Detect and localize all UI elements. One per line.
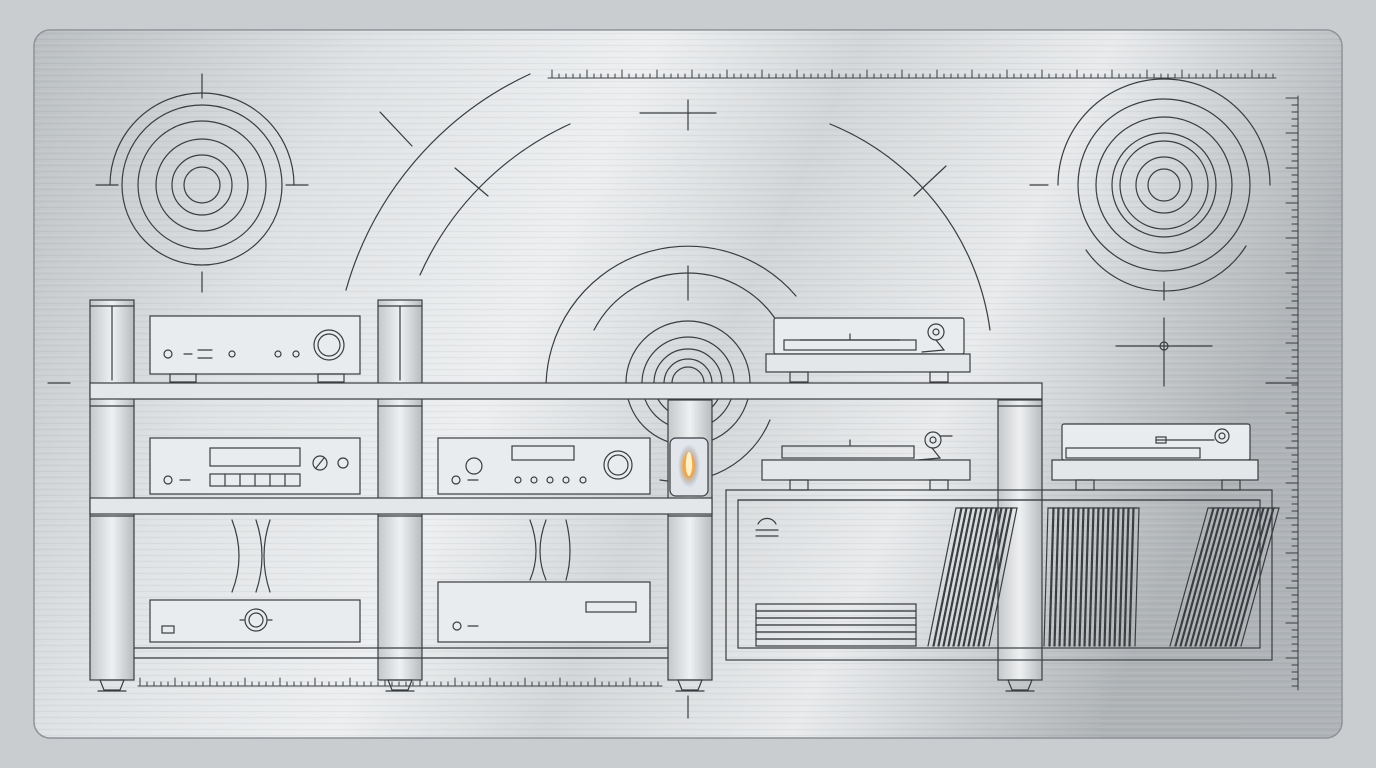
record-sleeve — [1083, 507, 1095, 647]
rack-frame — [89, 299, 1043, 692]
record-sleeve — [1204, 507, 1250, 647]
record-sleeve — [1113, 507, 1125, 647]
record-sleeve — [1098, 507, 1110, 647]
record-sleeve — [1219, 507, 1265, 647]
record-sleeve — [1209, 507, 1255, 647]
record-sleeve — [1194, 507, 1240, 647]
sound-wave-lines — [231, 519, 571, 593]
record-sleeve — [982, 507, 1018, 647]
record-sleeve — [967, 507, 1003, 647]
record-sleeve — [927, 507, 963, 647]
record-crate-icon — [725, 489, 1273, 661]
record-sleeve — [1103, 507, 1115, 647]
record-sleeve — [1234, 507, 1280, 647]
power-amplifier-icon — [149, 599, 361, 643]
record-sleeve — [1184, 507, 1230, 647]
record-sleeve — [942, 507, 978, 647]
bottom-ruler — [137, 677, 663, 687]
record-sleeve — [1189, 507, 1235, 647]
record-sleeve — [1093, 507, 1105, 647]
crosshair-icon — [1115, 317, 1213, 387]
record-sleeve — [1063, 507, 1075, 647]
record-sleeve — [937, 507, 973, 647]
record-sleeve — [952, 507, 988, 647]
record-sleeve — [962, 507, 998, 647]
record-sleeve — [1128, 507, 1140, 647]
record-sleeves — [1169, 507, 1280, 647]
record-sleeve — [932, 507, 968, 647]
record-sleeve — [1058, 507, 1070, 647]
record-sleeve — [1179, 507, 1225, 647]
record-sleeve — [1078, 507, 1090, 647]
record-sleeve — [1224, 507, 1270, 647]
record-sleeve — [1068, 507, 1080, 647]
record-sleeve — [1174, 507, 1220, 647]
turntable-icon — [761, 431, 971, 491]
record-sleeve — [957, 507, 993, 647]
record-sleeves — [927, 507, 1018, 647]
stacked-records — [755, 603, 917, 647]
receiver-icon — [437, 437, 651, 495]
turntable-icon — [765, 317, 971, 383]
amplifier-icon — [149, 315, 361, 383]
record-sleeve — [1118, 507, 1130, 647]
record-sleeve — [1048, 507, 1060, 647]
top-ruler — [547, 69, 1277, 79]
record-sleeve — [1053, 507, 1065, 647]
arc-lines — [345, 73, 991, 331]
record-sleeve — [1169, 507, 1215, 647]
record-sleeves — [1043, 507, 1140, 647]
glowing-tube-icon — [669, 437, 709, 497]
cassette-deck-icon — [149, 437, 361, 495]
record-sleeve — [1123, 507, 1135, 647]
concentric-rings-icon — [1029, 78, 1271, 301]
record-sleeve — [977, 507, 1013, 647]
record-sleeve — [1199, 507, 1245, 647]
concentric-rings-icon — [95, 73, 309, 293]
record-sleeve — [1043, 507, 1055, 647]
record-sleeve — [1229, 507, 1275, 647]
crosshair-icon — [639, 99, 717, 131]
record-sleeve — [1088, 507, 1100, 647]
right-ruler — [1285, 95, 1299, 691]
cd-player-icon — [437, 581, 651, 643]
record-sleeve — [1108, 507, 1120, 647]
record-sleeve — [1073, 507, 1085, 647]
record-sleeve — [1214, 507, 1260, 647]
record-sleeve — [972, 507, 1008, 647]
turntable-icon — [1051, 423, 1259, 491]
record-sleeve — [947, 507, 983, 647]
